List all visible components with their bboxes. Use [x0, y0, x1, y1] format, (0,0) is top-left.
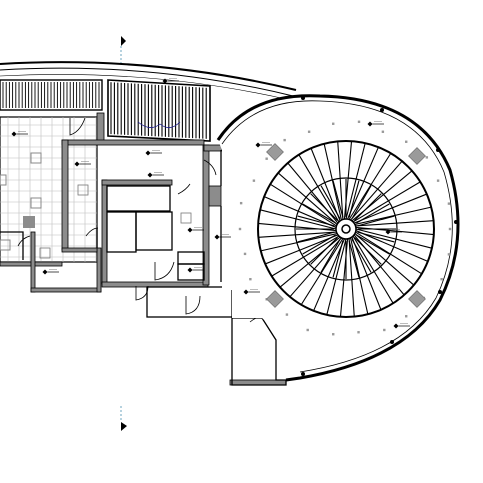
spot-level-icon — [214, 234, 231, 240]
facade-ticks — [301, 96, 458, 376]
spot-level-icon — [145, 150, 162, 156]
tiled-room — [0, 116, 98, 263]
spiral-stair-icon — [257, 140, 435, 318]
spot-level-icon — [162, 78, 179, 84]
section-marker-top — [120, 36, 126, 66]
spot-level-icon — [385, 229, 402, 235]
pillar-markers — [266, 143, 426, 308]
spot-level-icon — [367, 121, 384, 127]
spot-level-icon — [147, 172, 164, 178]
spot-level-icon — [393, 323, 410, 329]
spot-level-icon — [11, 131, 28, 137]
spot-level-icon — [187, 227, 204, 233]
spot-level-icon — [74, 161, 91, 167]
spot-level-icon — [255, 142, 272, 148]
louvre-panel-left — [0, 79, 103, 111]
spot-level-icon — [187, 267, 204, 273]
louvre-panel-right — [107, 79, 211, 142]
spot-level-markers — [11, 78, 410, 329]
curved-facade — [0, 61, 297, 101]
rotunda — [216, 94, 460, 382]
spot-level-icon — [243, 289, 260, 295]
section-marker-bottom — [120, 406, 127, 431]
spot-level-icon — [42, 269, 59, 275]
interior-rooms — [0, 150, 287, 386]
